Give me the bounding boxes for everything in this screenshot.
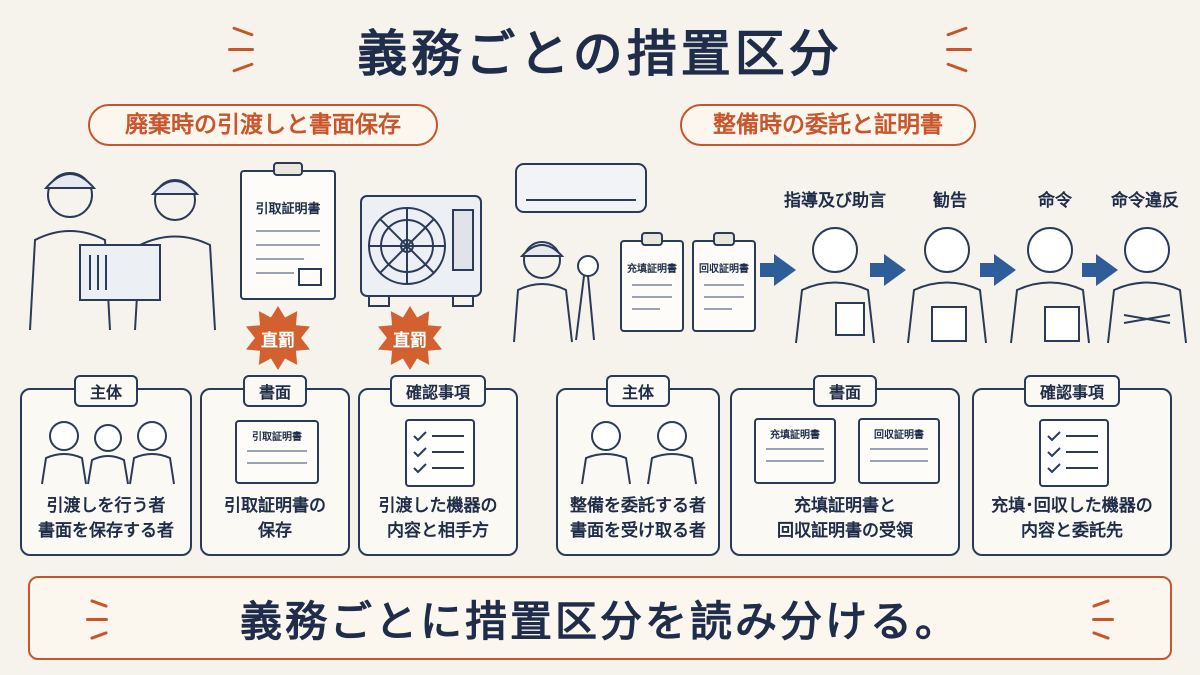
card-tag: 確認事項	[1023, 375, 1121, 407]
card-text: 引渡した機器の 内容と相手方	[378, 496, 498, 541]
card-tag: 書面	[242, 375, 308, 407]
decor-dash	[946, 48, 972, 51]
checklist-icon	[405, 419, 475, 487]
card-text: 充填証明書と 回収証明書の受領	[777, 496, 913, 541]
checklist-icon	[1039, 419, 1109, 487]
card-text: 引渡しを行う者 書面を保存する者	[38, 496, 174, 541]
person-icon	[1107, 227, 1187, 344]
people-group-icon	[581, 421, 697, 485]
card-text: 整備を委託する者 書面を受け取る者	[570, 496, 706, 541]
indoor-ac-icon	[515, 163, 647, 213]
penalty-badge: 直罰	[246, 306, 310, 370]
card-check-left: 確認事項 引渡した機器の 内容と相手方	[358, 375, 518, 556]
arrow-icon	[1082, 254, 1118, 286]
card-subject-left: 主体 引渡しを行う者 書面を保存する者	[20, 375, 192, 556]
footer-text: 義務ごとに措置区分を読み分ける。	[239, 597, 960, 646]
card-subject-right: 主体 整備を委託する者 書面を受け取る者	[556, 375, 720, 556]
workers-handover-icon	[29, 172, 216, 331]
card-check-right: 確認事項 充填･回収した機器の 内容と委託先	[972, 375, 1172, 556]
card-tag: 書面	[812, 375, 878, 407]
left-section-label: 廃棄時の引渡しと書面保存	[88, 104, 438, 146]
decor-dash	[228, 48, 254, 51]
outdoor-unit-icon	[360, 195, 482, 307]
card-document-left: 書面 引取証明書 引取証明書の 保存	[200, 375, 350, 556]
step-label-order: 命令	[1038, 191, 1072, 211]
card-tag: 主体	[73, 375, 139, 407]
kaishu-certificate-doc: 回収証明書	[692, 232, 756, 332]
penalty-badge: 直罰	[378, 306, 442, 370]
hikitori-certificate-doc: 引取証明書	[235, 420, 319, 484]
hikitori-certificate-doc: 引取証明書	[240, 162, 336, 300]
card-tag: 確認事項	[389, 375, 487, 407]
card-document-right: 書面 充填証明書 回収証明書 充填証明書と 回収証明書の受領	[730, 375, 960, 556]
person-icon	[907, 227, 987, 344]
right-section-label: 整備時の委託と証明書	[680, 104, 976, 146]
card-text: 引取証明書の 保存	[224, 496, 326, 541]
doc-title: 引取証明書	[255, 202, 321, 217]
juten-certificate-doc: 充填証明書	[620, 232, 684, 332]
step-label-violation: 命令違反	[1111, 191, 1179, 211]
person-icon	[1010, 227, 1090, 344]
page-title: 義務ごとの措置区分	[357, 25, 843, 83]
juten-certificate-doc: 充填証明書	[754, 418, 836, 484]
kaishu-certificate-doc: 回収証明書	[858, 418, 940, 484]
step-label-recommendation: 勧告	[933, 191, 967, 211]
footer-banner: 義務ごとに措置区分を読み分ける。	[28, 576, 1172, 660]
person-icon	[795, 227, 875, 344]
people-group-icon	[41, 421, 175, 485]
step-label-guidance: 指導及び助言	[784, 191, 886, 211]
card-text: 充填･回収した機器の 内容と委託先	[991, 496, 1153, 541]
arrow-icon	[980, 254, 1016, 286]
card-tag: 主体	[605, 375, 671, 407]
technician-gauge-icon	[513, 241, 599, 343]
arrow-icon	[870, 254, 906, 286]
arrow-icon	[760, 254, 796, 286]
